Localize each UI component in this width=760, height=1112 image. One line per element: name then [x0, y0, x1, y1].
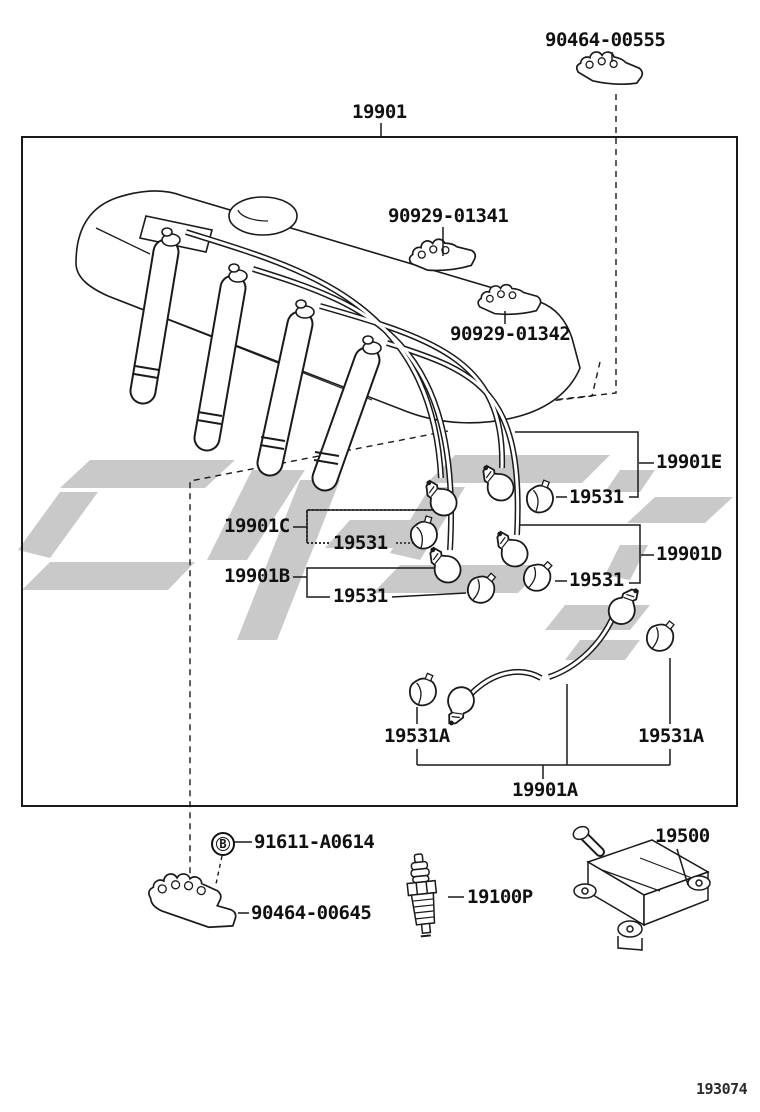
callout-19500[interactable]: 19500 [655, 825, 710, 847]
callout-19531-d[interactable]: 19531 [569, 569, 624, 591]
callout-19531A-right[interactable]: 19531A [638, 725, 704, 747]
callout-91611-A0614[interactable]: 91611-A0614 [254, 831, 375, 853]
grommet-a-right [644, 617, 677, 654]
callout-19531-c[interactable]: 19531 [333, 532, 388, 554]
plug-tubes [129, 238, 381, 492]
callout-19531-b[interactable]: 19531 [333, 585, 388, 607]
bolt-marker-b: B [211, 832, 235, 856]
boot-19901d [486, 523, 534, 573]
callout-90929-01342[interactable]: 90929-01342 [450, 323, 571, 345]
watermark-logo [18, 455, 733, 660]
clamp-90464-00555 [575, 49, 645, 87]
callout-lines [234, 52, 689, 914]
grommet-d [520, 556, 555, 595]
callout-19531A-left[interactable]: 19531A [384, 725, 450, 747]
clamp-90464-00645 [145, 870, 240, 930]
spark-plug [406, 853, 438, 938]
cover-boots [161, 227, 382, 355]
callout-19901E[interactable]: 19901E [656, 451, 722, 473]
callout-19100P[interactable]: 19100P [467, 886, 533, 908]
coil-wire [467, 613, 617, 698]
callout-19901C[interactable]: 19901C [224, 515, 290, 537]
grommet-e [523, 478, 557, 516]
callout-90464-00645[interactable]: 90464-00645 [251, 902, 372, 924]
callout-19901B[interactable]: 19901B [224, 565, 290, 587]
grommet-a-left [406, 671, 439, 708]
ignition-coil [572, 825, 711, 951]
callout-19901[interactable]: 19901 [352, 101, 407, 123]
callout-90929-01341[interactable]: 90929-01341 [388, 205, 509, 227]
assembly-box [21, 136, 738, 807]
spark-plug-wires [185, 229, 521, 551]
page-number: 193074 [696, 1080, 748, 1098]
callout-19901A[interactable]: 19901A [512, 779, 578, 801]
callout-90464-00555[interactable]: 90464-00555 [545, 29, 666, 51]
callout-19901D[interactable]: 19901D [656, 543, 722, 565]
callout-19531-e[interactable]: 19531 [569, 486, 624, 508]
